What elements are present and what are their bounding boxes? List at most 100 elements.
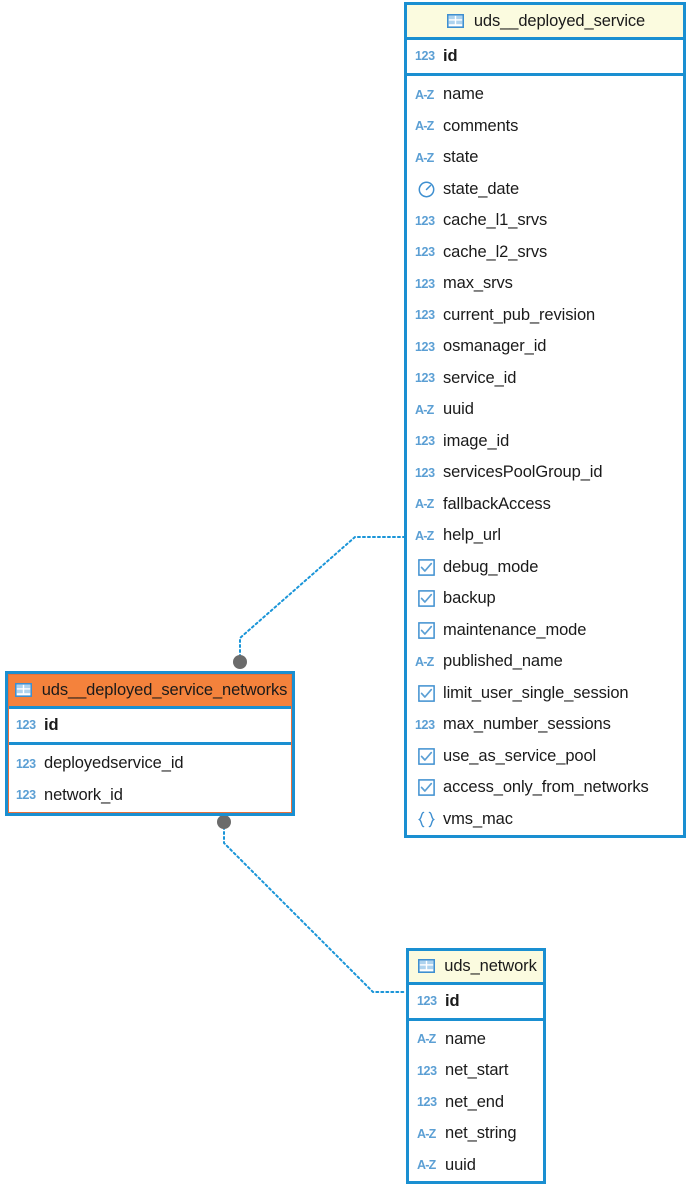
- field-row-debug-mode[interactable]: debug_mode: [407, 552, 683, 584]
- field-label: max_srvs: [443, 274, 513, 293]
- field-row-current-pub-revision[interactable]: 123 current_pub_revision: [407, 300, 683, 332]
- checkbox-icon: [415, 590, 437, 608]
- field-label: access_only_from_networks: [443, 778, 649, 797]
- field-label: image_id: [443, 431, 510, 450]
- field-row-vms-mac[interactable]: vms_mac: [407, 804, 683, 836]
- checkbox-icon: [415, 684, 437, 702]
- field-row-osmanager-id[interactable]: 123 osmanager_id: [407, 331, 683, 363]
- field-label: net_end: [445, 1092, 504, 1111]
- number-123-icon: 123: [16, 718, 36, 733]
- fields-section-uds-network: A-Z name 123 net_start 123 net_end A-Z n…: [409, 1021, 543, 1182]
- field-row-network-id[interactable]: 123 network_id: [8, 780, 292, 812]
- field-row-backup[interactable]: backup: [407, 583, 683, 615]
- field-row-uuid[interactable]: A-Z uuid: [409, 1150, 543, 1182]
- field-label: id: [443, 47, 458, 65]
- field-row-max-srvs[interactable]: 123 max_srvs: [407, 268, 683, 300]
- field-row-state-date[interactable]: state_date: [407, 174, 683, 206]
- field-row-state[interactable]: A-Z state: [407, 142, 683, 174]
- field-row-deployedservice-id[interactable]: 123 deployedservice_id: [8, 748, 292, 780]
- text-az-icon: A-Z: [415, 402, 434, 417]
- field-row-net-string[interactable]: A-Z net_string: [409, 1118, 543, 1150]
- table-icon: [445, 12, 467, 30]
- braces-icon: [415, 810, 437, 828]
- number-123-icon: 123: [417, 993, 437, 1008]
- field-label: cache_l1_srvs: [443, 211, 548, 230]
- table-title: uds_network: [444, 956, 537, 975]
- field-row-published-name[interactable]: A-Z published_name: [407, 646, 683, 678]
- field-row-id[interactable]: 123 id: [407, 40, 683, 73]
- field-row-uuid[interactable]: A-Z uuid: [407, 394, 683, 426]
- field-label: uuid: [443, 400, 474, 419]
- field-label: id: [44, 716, 59, 734]
- text-az-icon: A-Z: [415, 528, 434, 543]
- field-label: cache_l2_srvs: [443, 242, 548, 261]
- field-label: network_id: [44, 785, 123, 804]
- clock-icon: [415, 180, 437, 198]
- number-123-icon: 123: [415, 434, 435, 448]
- table-header-uds--deployed-service-networks[interactable]: uds__deployed_service_networks: [8, 674, 292, 709]
- checkbox-icon: [415, 621, 437, 639]
- table-title: uds__deployed_service_networks: [41, 680, 288, 699]
- field-row-comments[interactable]: A-Z comments: [407, 111, 683, 143]
- field-label: osmanager_id: [443, 337, 547, 356]
- field-row-service-id[interactable]: 123 service_id: [407, 363, 683, 395]
- field-label: published_name: [443, 652, 563, 671]
- field-label: max_number_sessions: [443, 715, 611, 734]
- table-icon: [415, 957, 437, 975]
- relationship-line-networks-deployed-service: [239, 536, 405, 663]
- table-uds-network[interactable]: uds_network 123 id A-Z name 123 net_star…: [406, 948, 546, 1184]
- field-label: id: [445, 991, 460, 1010]
- field-label: fallbackAccess: [443, 494, 551, 513]
- field-label: vms_mac: [443, 809, 513, 828]
- field-row-servicespoolgroup-id[interactable]: 123 servicesPoolGroup_id: [407, 457, 683, 489]
- text-az-icon: A-Z: [415, 150, 434, 165]
- number-123-icon: 123: [415, 717, 435, 732]
- field-row-use-as-service-pool[interactable]: use_as_service_pool: [407, 741, 683, 773]
- table-header-uds--deployed-service[interactable]: uds__deployed_service: [407, 5, 683, 40]
- field-row-access-only-from-networks[interactable]: access_only_from_networks: [407, 772, 683, 804]
- field-row-limit-user-single-session[interactable]: limit_user_single_session: [407, 678, 683, 710]
- text-az-icon: A-Z: [417, 1158, 436, 1172]
- number-123-icon: 123: [415, 213, 435, 228]
- field-row-maintenance-mode[interactable]: maintenance_mode: [407, 615, 683, 647]
- field-label: use_as_service_pool: [443, 746, 597, 765]
- fields-section-uds--deployed-service-networks: 123 deployedservice_id 123 network_id: [8, 745, 292, 813]
- field-row-fallbackaccess[interactable]: A-Z fallbackAccess: [407, 489, 683, 521]
- field-row-cache-l1-srvs[interactable]: 123 cache_l1_srvs: [407, 205, 683, 237]
- number-123-icon: 123: [417, 1095, 437, 1109]
- table-uds--deployed-service[interactable]: uds__deployed_service 123 id A-Z name A-…: [404, 2, 686, 838]
- field-label: state_date: [443, 179, 520, 198]
- number-123-icon: 123: [415, 465, 435, 480]
- number-123-icon: 123: [415, 276, 435, 291]
- checkbox-icon: [415, 747, 437, 765]
- field-row-name[interactable]: A-Z name: [407, 79, 683, 111]
- field-row-net-start[interactable]: 123 net_start: [409, 1055, 543, 1087]
- number-123-icon: 123: [415, 245, 435, 259]
- field-label: comments: [443, 116, 519, 135]
- number-123-icon: 123: [417, 1063, 437, 1078]
- field-label: name: [445, 1029, 486, 1048]
- text-az-icon: A-Z: [415, 87, 434, 102]
- field-row-id[interactable]: 123 id: [8, 709, 292, 742]
- field-row-max-number-sessions[interactable]: 123 max_number_sessions: [407, 709, 683, 741]
- number-123-icon: 123: [415, 308, 435, 322]
- table-uds--deployed-service-networks[interactable]: uds__deployed_service_networks 123 id 12…: [5, 671, 295, 816]
- field-label: name: [443, 85, 484, 104]
- relationship-endpoint-top: [233, 655, 247, 669]
- field-label: net_start: [445, 1061, 509, 1080]
- number-123-icon: 123: [415, 371, 435, 385]
- field-label: limit_user_single_session: [443, 683, 629, 702]
- relationship-line-networks-network: [223, 821, 407, 993]
- number-123-icon: 123: [415, 49, 435, 64]
- field-row-cache-l2-srvs[interactable]: 123 cache_l2_srvs: [407, 237, 683, 269]
- checkbox-icon: [415, 779, 437, 797]
- field-row-name[interactable]: A-Z name: [409, 1024, 543, 1056]
- field-row-image-id[interactable]: 123 image_id: [407, 426, 683, 458]
- primary-key-section-uds--deployed-service: 123 id: [407, 40, 683, 76]
- table-header-uds-network[interactable]: uds_network: [409, 951, 543, 985]
- table-title: uds__deployed_service: [473, 11, 646, 30]
- field-row-net-end[interactable]: 123 net_end: [409, 1087, 543, 1119]
- field-row-help-url[interactable]: A-Z help_url: [407, 520, 683, 552]
- field-row-id[interactable]: 123 id: [409, 985, 543, 1018]
